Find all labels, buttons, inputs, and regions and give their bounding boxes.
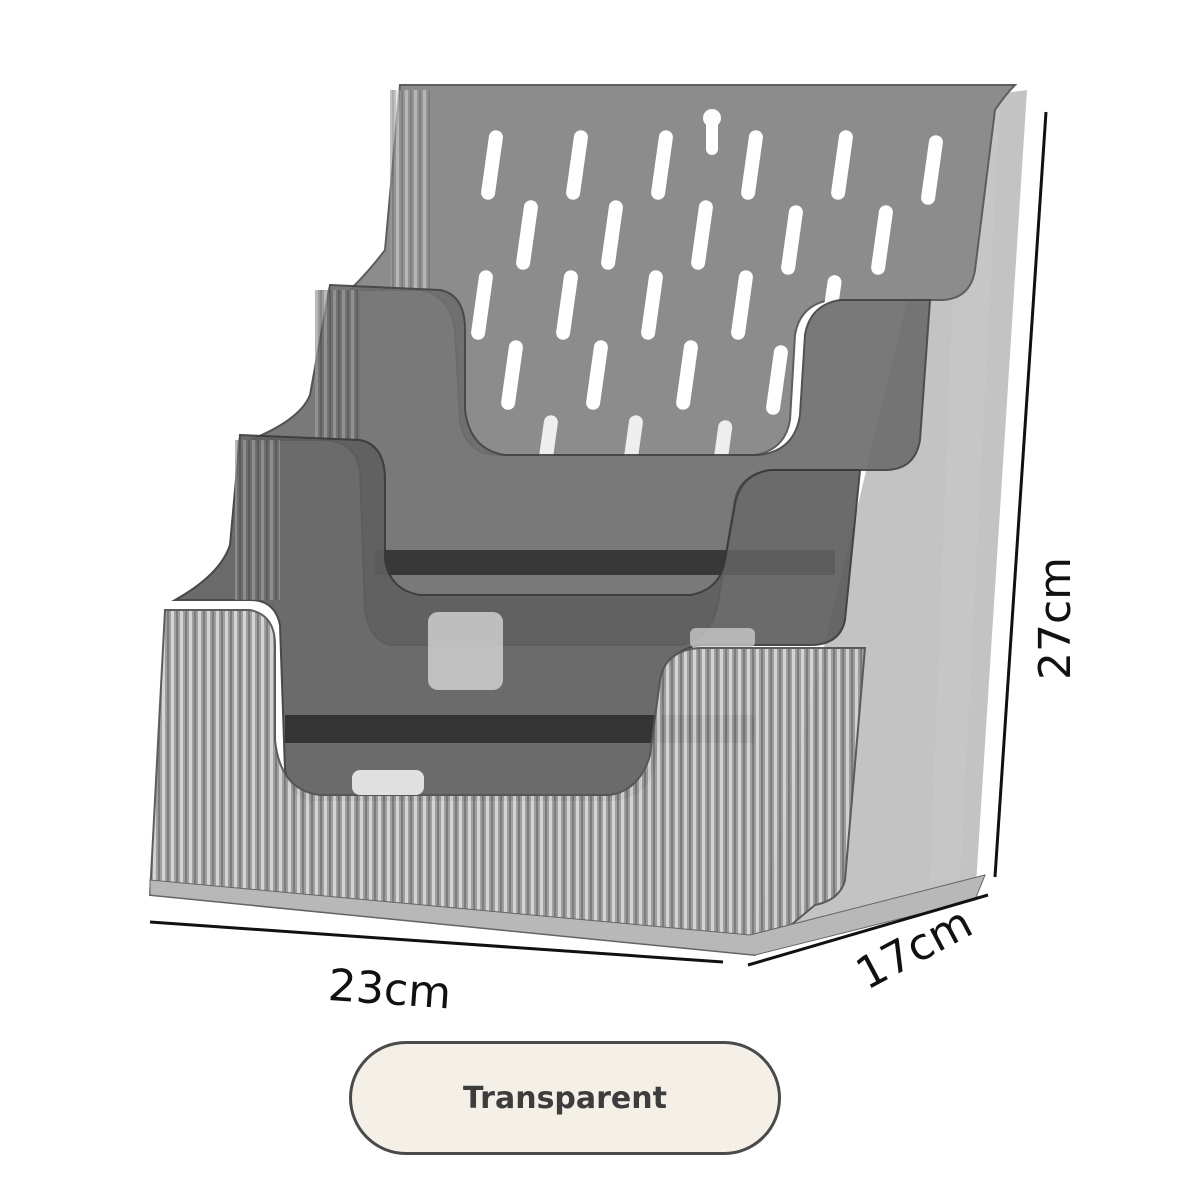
holder-tier-1-ribs — [315, 290, 360, 440]
back-panel-slots — [471, 109, 943, 485]
holder-front-window — [352, 770, 424, 795]
holder-tier-2-ribs — [235, 440, 280, 600]
holder-back-rib-edge — [390, 90, 430, 290]
variant-option-button[interactable]: Transparent — [349, 1041, 781, 1155]
holder-front-pocket — [148, 609, 867, 957]
width-dimension-label: 23cm — [326, 960, 453, 1020]
holder-side-strip — [930, 100, 1000, 880]
holder-tier-2-window — [690, 628, 755, 648]
holder-base — [149, 874, 986, 956]
width-dimension-line — [149, 920, 724, 964]
height-dimension-label: 27cm — [1030, 556, 1081, 680]
variant-option-label: Transparent — [463, 1080, 667, 1116]
holder-tier-2-window — [428, 612, 503, 690]
depth-dimension-line — [747, 893, 989, 967]
height-dimension-line — [993, 111, 1048, 878]
